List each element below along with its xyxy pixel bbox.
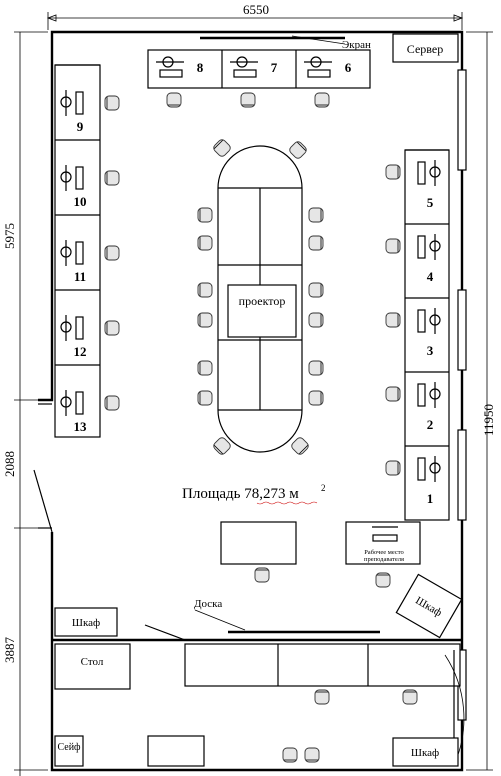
front-table (220, 521, 297, 565)
teacher-label-line2: преподавателя (364, 556, 404, 563)
chair (375, 572, 391, 588)
chair (104, 245, 120, 261)
cabinet-right: Шкаф (395, 573, 463, 639)
cabinet-bottom: Шкаф (392, 737, 459, 767)
cabinet-left-label: Шкаф (72, 617, 100, 629)
computer-icon (230, 56, 258, 78)
dimension-width-label: 6550 (243, 2, 269, 17)
walls (33, 30, 467, 772)
chair (308, 207, 324, 223)
area-label: Площадь 78,273 м 2 (182, 483, 326, 505)
chair (166, 92, 182, 108)
dimension-top: 6550 (46, 2, 464, 30)
dimension-height-label: 11950 (481, 404, 496, 436)
chair (240, 92, 256, 108)
chair (104, 95, 120, 111)
workstation-number: 4 (427, 269, 434, 284)
chair (213, 139, 231, 157)
server-rack: Сервер (392, 33, 459, 63)
chair (308, 282, 324, 298)
computer-icon (60, 240, 84, 266)
workstation-number: 10 (74, 194, 87, 209)
workstation-number: 6 (345, 60, 352, 75)
chair (282, 747, 298, 763)
lower-desks (184, 643, 461, 687)
computer-icon (60, 165, 84, 191)
computer-icon (60, 315, 84, 341)
teacher-workstation: Рабочее место преподавателя (345, 521, 421, 565)
workstation-number: 7 (271, 60, 278, 75)
chair (314, 92, 330, 108)
workstation-number: 8 (197, 60, 204, 75)
bottom-box (147, 735, 205, 767)
chair (385, 164, 401, 180)
computer-icon (304, 56, 332, 78)
chair (402, 689, 418, 705)
screen-label: Экран (342, 39, 371, 51)
chair (385, 460, 401, 476)
chair (104, 395, 120, 411)
chair (197, 235, 213, 251)
safe-label: Сейф (57, 742, 81, 753)
right-workstations (404, 149, 450, 521)
top-workstations (147, 49, 371, 89)
chair (308, 312, 324, 328)
workstation-number: 9 (77, 119, 84, 134)
chair (197, 390, 213, 406)
computer-icon (417, 160, 441, 186)
projection-screen: Экран (200, 35, 371, 51)
workstation-number: 2 (427, 417, 434, 432)
chair (385, 386, 401, 402)
chair (197, 207, 213, 223)
chair (104, 170, 120, 186)
chair (308, 360, 324, 376)
computer-icon (417, 234, 441, 260)
chair (308, 390, 324, 406)
area-sup: 2 (321, 483, 326, 493)
computer-icon (60, 390, 84, 416)
dimension-left-top-label: 5975 (2, 223, 17, 249)
chair (304, 747, 320, 763)
dimension-right: 11950 (466, 31, 496, 771)
workstation-number: 3 (427, 343, 434, 358)
whiteboard: Доска (194, 598, 380, 634)
safe: Сейф (54, 735, 84, 767)
chair (385, 238, 401, 254)
workstation-number: 11 (74, 269, 86, 284)
cabinet-left: Шкаф (54, 607, 118, 637)
table: Стол (54, 643, 131, 690)
chair (291, 437, 309, 455)
computer-icon (60, 90, 84, 116)
dimension-left: 5975 2088 3887 (2, 31, 48, 776)
projector: проектор (227, 284, 297, 338)
dimension-left-mid-label: 2088 (2, 451, 17, 477)
chair (289, 141, 307, 159)
table-label: Стол (81, 656, 104, 668)
chair (197, 360, 213, 376)
projector-label: проектор (239, 294, 286, 308)
chair (197, 282, 213, 298)
board-label: Доска (194, 598, 222, 610)
workstation-number: 1 (427, 491, 434, 506)
server-label: Сервер (407, 42, 443, 56)
chair (213, 437, 231, 455)
teacher-label-line1: Рабочее место (364, 549, 404, 556)
computer-icon (417, 308, 441, 334)
dimension-left-bottom-label: 3887 (2, 637, 17, 664)
computer-icon (156, 56, 184, 78)
chair (385, 312, 401, 328)
computer-icon (417, 456, 441, 482)
computer-icon (417, 382, 441, 408)
workstation-number: 5 (427, 195, 434, 210)
chair (197, 312, 213, 328)
area-text: Площадь 78,273 м (182, 486, 299, 502)
chair (308, 235, 324, 251)
workstation-number: 12 (74, 344, 87, 359)
chair (104, 320, 120, 336)
chair (314, 689, 330, 705)
cabinet-bottom-label: Шкаф (411, 747, 439, 759)
workstation-number: 13 (74, 419, 88, 434)
chair (254, 567, 270, 583)
